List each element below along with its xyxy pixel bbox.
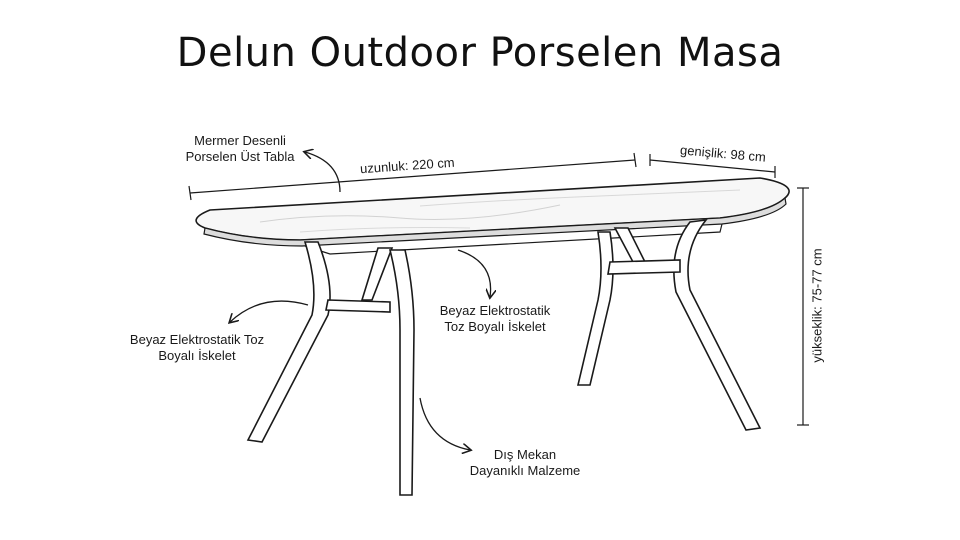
right-leg-frame	[576, 218, 762, 431]
annotation-material: Dış Mekan Dayanıklı Malzeme	[469, 447, 581, 478]
annotation-top-surface: Mermer Desenli Porselen Üst Tabla	[185, 133, 295, 164]
material-arrow	[419, 397, 470, 450]
left-leg-frame	[246, 241, 415, 496]
frame-left-arrow	[230, 300, 309, 322]
table-top	[195, 177, 790, 255]
width-dimension-line	[649, 154, 776, 178]
frame-center-arrow	[457, 249, 491, 297]
top-surface-arrow	[305, 152, 341, 193]
height-label: yükseklik: 75-77 cm	[809, 248, 825, 363]
annotation-frame-left: Beyaz Elektrostatik Toz Boyalı İskelet	[129, 332, 265, 363]
length-dimension-line	[188, 152, 637, 201]
page-title: Delun Outdoor Porselen Masa	[176, 30, 784, 76]
height-dimension-line	[797, 187, 809, 426]
annotation-frame-center: Beyaz Elektrostatik Toz Boyalı İskelet	[439, 303, 551, 334]
